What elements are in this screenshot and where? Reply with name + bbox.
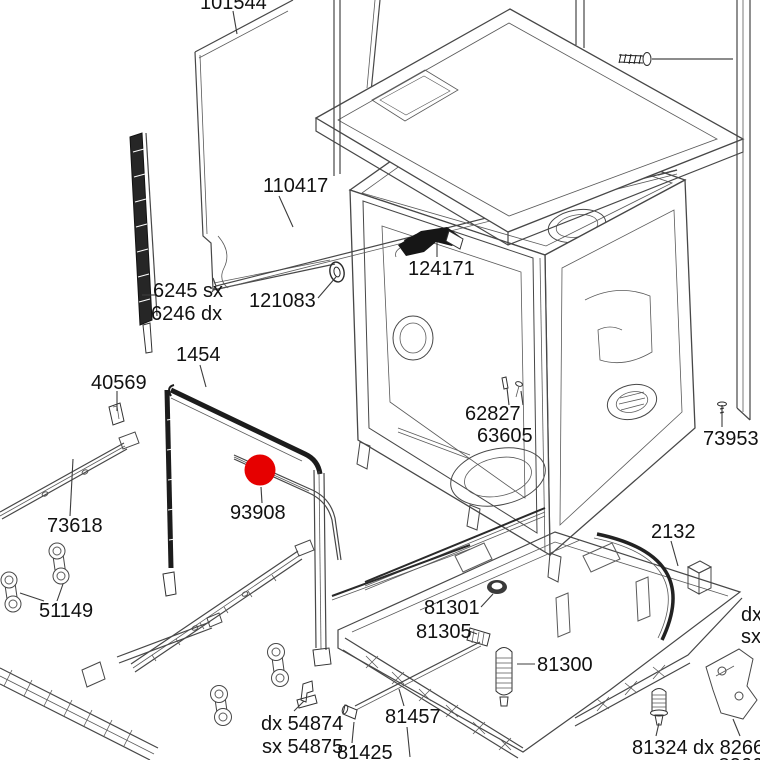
trim-strip-drawing — [129, 132, 158, 354]
part-label-81457: 81457 — [385, 706, 441, 728]
corner-posts-drawing — [333, 0, 678, 176]
rollers-drawing — [0, 542, 70, 613]
rollers-lower-drawing — [210, 643, 289, 726]
part-label-82662: dx 82662 — [693, 737, 760, 759]
part-label-6245sx: 6245 sx — [153, 280, 223, 302]
door-gasket-drawing — [162, 384, 332, 667]
part-label-101544: 101544 — [200, 0, 267, 14]
upper-rail-drawing — [0, 431, 140, 520]
part-labels: 101544 110417 124171 121083 6245 sx 6246… — [39, 0, 760, 760]
part-label-6246dx: 6246 dx — [151, 303, 222, 325]
part-label-51149: 51149 — [39, 600, 93, 622]
base-drawing — [331, 507, 743, 759]
part-label-54875: sx 54875 — [262, 736, 343, 758]
door-strip-drawing — [130, 539, 315, 673]
worktop-drawing — [314, 8, 745, 246]
hinge-drawing — [705, 648, 758, 720]
part-label-93908: 93908 — [230, 502, 286, 524]
part-label-81324: 81324 — [632, 737, 688, 759]
part-label-81301: 81301 — [424, 597, 480, 619]
fasteners-drawing — [501, 376, 523, 398]
part-label-124171: 124171 — [408, 258, 475, 280]
part-label-edge-sx: sx — [741, 626, 760, 648]
screw-73953-icon — [717, 401, 727, 417]
part-label-81305: 81305 — [416, 621, 472, 643]
wiring-module-drawing — [395, 227, 464, 258]
part-label-62827: 62827 — [465, 403, 521, 425]
part-label-2132: 2132 — [651, 521, 696, 543]
part-label-73618: 73618 — [47, 515, 103, 537]
part-label-81425: 81425 — [337, 742, 393, 760]
right-panel-drawing — [652, 0, 751, 421]
part-label-81300: 81300 — [537, 654, 593, 676]
part-label-54874: dx 54874 — [261, 713, 343, 735]
grommet-drawing — [487, 580, 507, 594]
threaded-foot-drawing — [495, 647, 513, 707]
part-label-edge-dx: dx — [741, 604, 760, 626]
oring-drawing — [329, 261, 345, 283]
part-label-121083: 121083 — [249, 290, 316, 312]
part-label-82661-clipped: sx 82661 — [693, 755, 760, 760]
highlight-dot[interactable] — [244, 454, 276, 486]
screw-icon — [618, 52, 652, 66]
lower-rail-drawing — [0, 612, 223, 760]
part-label-110417: 110417 — [263, 175, 328, 197]
part-label-73953: 73953 — [703, 428, 759, 450]
part-label-40569: 40569 — [91, 372, 147, 394]
part-label-1454: 1454 — [176, 344, 221, 366]
part-label-63605: 63605 — [477, 425, 533, 447]
side-panel-drawing — [194, 0, 381, 291]
screw-81324-icon — [650, 688, 668, 726]
leader-lines — [19, 10, 741, 758]
bracket-drawing — [296, 680, 318, 709]
